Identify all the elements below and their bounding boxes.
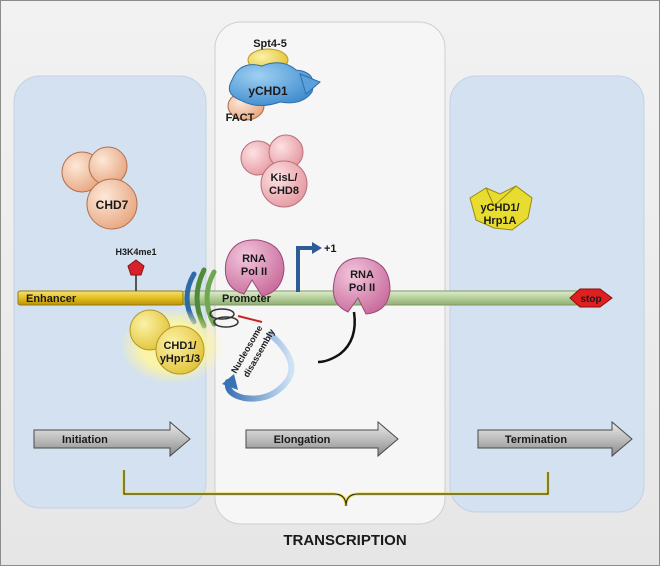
rna-pol-ii-promoter: RNA Pol II (224, 239, 285, 297)
rna-pol-ii-elongating: RNA Pol II (317, 257, 391, 364)
transcription-title: TRANSCRIPTION (283, 532, 406, 549)
stop-signal: stop (569, 288, 613, 308)
fact-label: FACT (226, 112, 255, 124)
ychd1-hrp1a-label-line2: Hrp1A (483, 215, 516, 227)
enhancer-label: Enhancer (26, 293, 77, 305)
h3k4me1-mark: H3K4me1 (115, 247, 157, 291)
initiation-arrow: Initiation (33, 420, 191, 458)
rna-pol-elong-line1: RNA (350, 269, 374, 281)
promoter-coil (209, 308, 263, 328)
h3k4me1-label: H3K4me1 (115, 247, 156, 257)
rna-pol-elong-line2: Pol II (349, 282, 375, 294)
chd7-label: CHD7 (96, 198, 129, 212)
initiation-label: Initiation (62, 434, 108, 446)
enhancer-region (17, 290, 184, 306)
rna-pol-promoter-line2: Pol II (241, 266, 267, 278)
spt4-5-label: Spt4-5 (253, 38, 287, 50)
elongation-label: Elongation (274, 434, 331, 446)
plus-one-label: +1 (324, 243, 337, 255)
ychd1-hrp1a-label-line1: yCHD1/ (480, 202, 519, 214)
termination-label: Termination (505, 434, 567, 446)
ychd1-hrp1a-complex: yCHD1/ Hrp1A (469, 185, 533, 231)
rna-pol-promoter-line1: RNA (242, 253, 266, 265)
ychd1-label: yCHD1 (248, 84, 288, 98)
kisl-label-line1: KisL/ (271, 172, 298, 184)
ychd1-complex: Spt4-5 yCHD1 FACT (226, 38, 321, 124)
termination-arrow: Termination (477, 420, 633, 458)
chd1-yhpr-complex: CHD1/ yHpr1/3 (120, 308, 224, 384)
stop-label: stop (580, 294, 601, 305)
promoter-label: Promoter (222, 293, 272, 305)
kisl-label-line2: CHD8 (269, 185, 299, 197)
tss-arrow: +1 (296, 242, 337, 292)
kisl-chd8-complex: KisL/ CHD8 (240, 134, 308, 208)
elongation-arrow: Elongation (245, 420, 399, 458)
chd1-label-line1: CHD1/ (163, 340, 196, 352)
transcription-bracket-outline (123, 470, 549, 507)
chd7-complex: CHD7 (61, 146, 138, 230)
chd1-label-line2: yHpr1/3 (160, 353, 200, 365)
